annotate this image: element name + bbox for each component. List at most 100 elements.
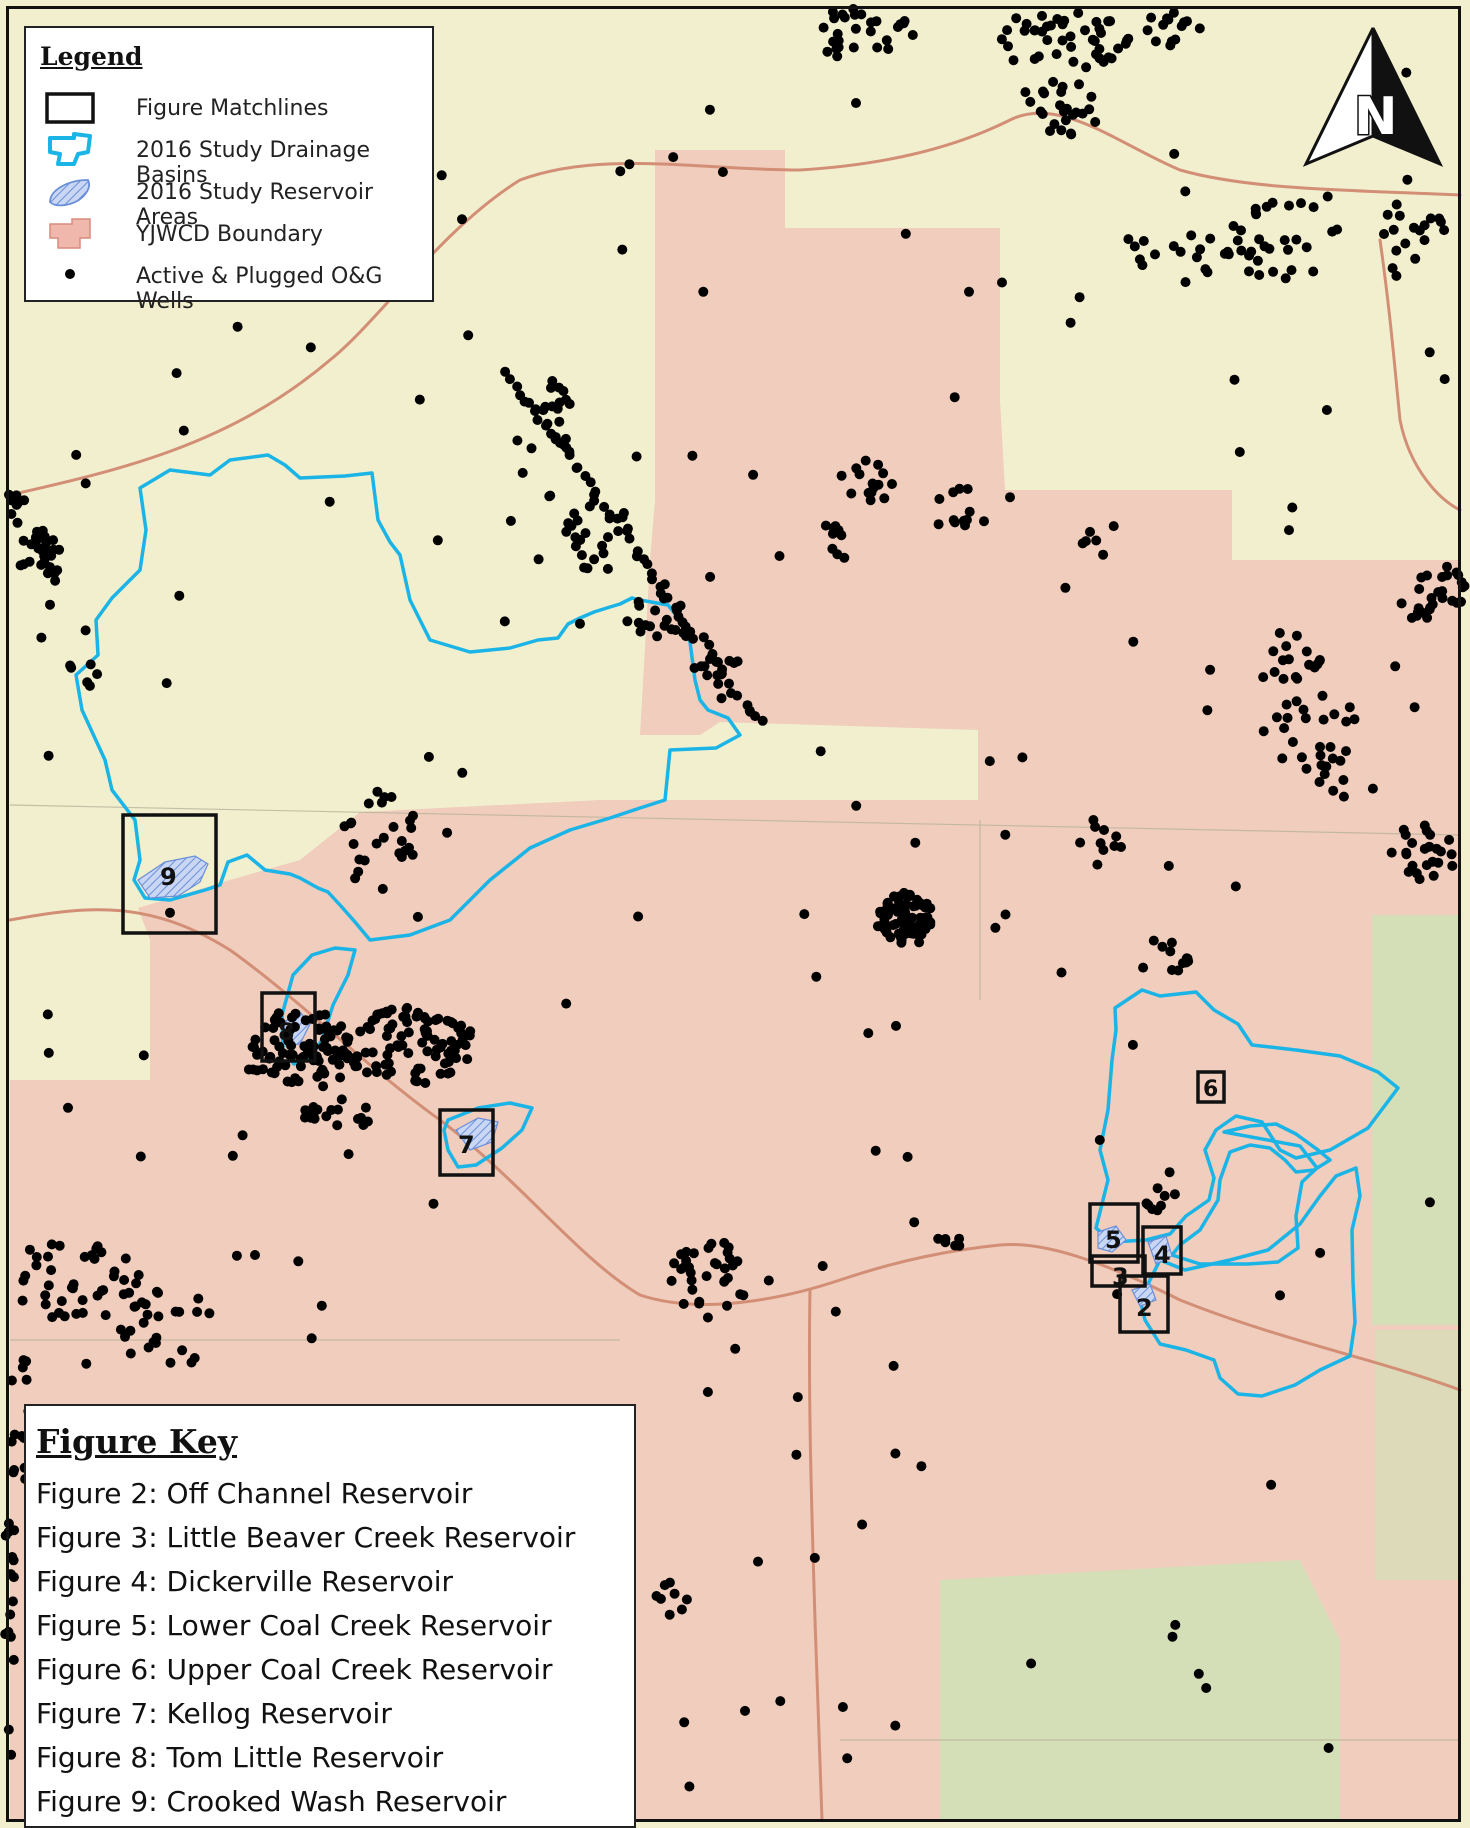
well-dot bbox=[6, 1375, 17, 1386]
well-dot bbox=[63, 1102, 73, 1113]
well-dot bbox=[1057, 81, 1068, 92]
well-dot bbox=[633, 596, 644, 607]
well-dot bbox=[1236, 225, 1246, 236]
well-dot bbox=[1191, 252, 1202, 263]
well-dot bbox=[575, 618, 585, 629]
well-dot bbox=[1138, 962, 1149, 973]
well-dot bbox=[322, 1046, 333, 1056]
well-dot bbox=[371, 1061, 382, 1072]
well-dot bbox=[664, 1577, 675, 1588]
well-dot bbox=[902, 892, 913, 903]
well-dot bbox=[1258, 726, 1269, 737]
matchline-figure-9[interactable] bbox=[121, 813, 218, 935]
matchline-figure-7[interactable] bbox=[438, 1108, 495, 1177]
well-dot bbox=[1261, 201, 1272, 212]
well-dot bbox=[1301, 646, 1312, 657]
well-dot bbox=[43, 1251, 53, 1262]
well-dot bbox=[1170, 1619, 1181, 1630]
matchline-label-8: 8 bbox=[278, 1018, 295, 1046]
well-dot bbox=[352, 1061, 363, 1072]
well-dot bbox=[446, 1036, 457, 1047]
well-dot bbox=[1386, 847, 1397, 858]
well-dot bbox=[617, 244, 628, 255]
matchline-figure-8[interactable] bbox=[260, 991, 317, 1063]
well-dot bbox=[1264, 243, 1275, 254]
well-dot bbox=[410, 1068, 421, 1079]
well-dot bbox=[54, 544, 65, 555]
matchline-figure-2[interactable] bbox=[1118, 1274, 1170, 1334]
well-dot bbox=[1065, 317, 1076, 328]
well-dot bbox=[1414, 584, 1425, 594]
well-dot bbox=[457, 767, 468, 778]
kellog-basin bbox=[442, 1101, 534, 1169]
well-dot bbox=[892, 22, 903, 32]
well-dot bbox=[46, 550, 57, 561]
well-dot bbox=[19, 495, 30, 506]
well-dot bbox=[1168, 7, 1179, 18]
matchline-figure-4[interactable] bbox=[1141, 1225, 1183, 1276]
well-dot bbox=[333, 1051, 344, 1062]
well-dot bbox=[694, 1296, 705, 1307]
well-dot bbox=[1057, 35, 1068, 46]
well-dot bbox=[1282, 712, 1293, 723]
well-dot bbox=[740, 1705, 750, 1716]
matchline-figure-5[interactable] bbox=[1088, 1202, 1140, 1264]
well-dot bbox=[204, 1308, 215, 1319]
well-dot bbox=[1077, 108, 1088, 119]
figure-key-list: Figure 2: Off Channel Reservoir Figure 3… bbox=[36, 1472, 575, 1824]
well-dot bbox=[914, 937, 925, 948]
well-dot bbox=[889, 891, 899, 902]
well-dot bbox=[848, 4, 859, 14]
well-dot bbox=[71, 1308, 82, 1319]
well-dot bbox=[249, 1042, 259, 1053]
well-dot bbox=[676, 1604, 687, 1615]
well-dot bbox=[360, 1047, 371, 1058]
well-dot bbox=[669, 1588, 680, 1599]
well-dot bbox=[3, 1518, 14, 1529]
well-dot bbox=[899, 915, 910, 926]
well-dot bbox=[1407, 838, 1418, 848]
well-dot bbox=[499, 616, 510, 627]
matchline-figure-6[interactable] bbox=[1196, 1070, 1226, 1104]
well-dot bbox=[92, 1241, 103, 1252]
well-dot bbox=[81, 1358, 92, 1369]
well-dot bbox=[5, 1631, 16, 1642]
well-dot bbox=[386, 1004, 397, 1015]
well-dot bbox=[388, 821, 399, 832]
well-dot bbox=[1134, 254, 1145, 265]
well-dot bbox=[5, 1609, 16, 1620]
well-dot bbox=[1291, 696, 1302, 707]
well-dot bbox=[910, 900, 921, 911]
well-dot bbox=[407, 849, 418, 860]
well-dot bbox=[142, 1309, 153, 1320]
well-dot bbox=[830, 1306, 841, 1317]
well-dot bbox=[18, 535, 29, 546]
cyan-polygon-outline-icon bbox=[48, 132, 92, 166]
well-dot bbox=[48, 535, 59, 546]
well-dot bbox=[839, 552, 850, 563]
well-dot bbox=[1059, 15, 1070, 26]
well-dot bbox=[846, 488, 857, 499]
well-dot bbox=[851, 463, 862, 474]
figure-key-item: Figure 5: Lower Coal Creek Reservoir bbox=[36, 1609, 552, 1642]
well-dot bbox=[902, 1151, 913, 1162]
well-dot bbox=[962, 484, 973, 494]
well-dot bbox=[1400, 238, 1411, 249]
well-dot bbox=[1321, 761, 1332, 772]
well-dot bbox=[295, 1061, 306, 1072]
well-dot bbox=[1284, 200, 1294, 211]
well-dot bbox=[622, 526, 633, 536]
well-dot bbox=[1128, 636, 1139, 647]
figure-key-item: Figure 3: Little Beaver Creek Reservoir bbox=[36, 1521, 576, 1554]
well-dot bbox=[1200, 264, 1211, 275]
well-dot bbox=[1426, 593, 1437, 603]
well-dot bbox=[1287, 737, 1298, 747]
well-dot bbox=[42, 1009, 53, 1020]
well-dot bbox=[1065, 128, 1076, 139]
well-dot bbox=[449, 1045, 460, 1056]
well-dot bbox=[1277, 753, 1288, 764]
well-dot bbox=[1091, 535, 1102, 546]
well-dot bbox=[1230, 881, 1241, 892]
well-dot bbox=[1318, 714, 1329, 725]
well-dot bbox=[322, 1025, 333, 1036]
